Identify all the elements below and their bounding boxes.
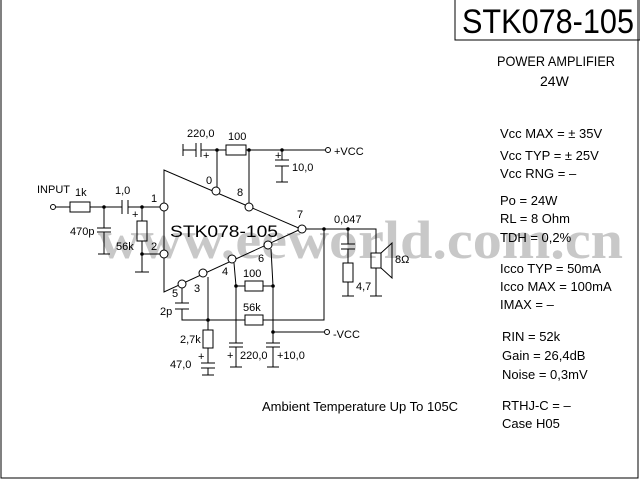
- subtitle: POWER AMPLIFIER: [497, 53, 615, 69]
- svg-text:1,0: 1,0: [115, 185, 130, 197]
- capacitor-2p: [175, 302, 189, 310]
- svg-text:8: 8: [237, 187, 243, 199]
- svg-text:56k: 56k: [116, 241, 134, 253]
- spec-vcc-max: Vcc MAX = ± 35V: [500, 126, 602, 141]
- svg-text:+: +: [198, 351, 204, 363]
- ambient-note: Ambient Temperature Up To 105C: [262, 399, 458, 414]
- capacitor-0-047: [341, 243, 355, 250]
- spec-case: Case H05: [502, 416, 560, 431]
- title: STK078-105: [462, 3, 634, 41]
- spec-po: Po = 24W: [500, 193, 558, 208]
- resistor-100-top: [225, 144, 247, 156]
- specifications: Vcc MAX = ± 35V Vcc TYP = ± 25V Vcc RNG …: [500, 126, 612, 431]
- junctions: [102, 148, 350, 334]
- capacitor-470p: [97, 227, 111, 233]
- svg-text:+: +: [275, 150, 281, 162]
- spec-icco-typ: Icco TYP = 50mA: [500, 261, 601, 276]
- spec-gain: Gain = 26,4dB: [502, 348, 585, 363]
- svg-text:470p: 470p: [70, 226, 94, 238]
- svg-text:100: 100: [243, 268, 261, 280]
- capacitor-1-0: [121, 200, 129, 214]
- spec-rthj: RTHJ-C = –: [502, 398, 572, 413]
- svg-text:6: 6: [258, 253, 264, 265]
- title-box: [454, 0, 640, 41]
- svg-text:2p: 2p: [160, 306, 172, 318]
- svg-text:+: +: [227, 350, 233, 362]
- spec-vcc-rng: Vcc RNG = –: [500, 166, 577, 181]
- resistor-4-7: [342, 262, 354, 283]
- svg-text:4,7: 4,7: [356, 281, 371, 293]
- svg-text:3: 3: [194, 283, 200, 295]
- capacitor-47: [201, 362, 215, 369]
- svg-text:+VCC: +VCC: [334, 146, 364, 158]
- chip-label: STK078-105: [170, 222, 278, 241]
- watermark: www.eeworld.com.cn: [98, 210, 623, 270]
- svg-text:47,0: 47,0: [170, 359, 191, 371]
- svg-text:+: +: [132, 209, 138, 221]
- svg-text:0: 0: [206, 175, 212, 187]
- svg-text:56k: 56k: [243, 302, 261, 314]
- component-labels: INPUT 1k 1,0 + 470p 56k 220,0 + 100 + 10…: [37, 128, 409, 371]
- svg-text:220,0: 220,0: [240, 350, 268, 362]
- svg-text:0,047: 0,047: [334, 214, 362, 226]
- resistor-56k-input: [136, 220, 148, 242]
- svg-text:2: 2: [151, 241, 157, 253]
- capacitor-220-bottom: [229, 342, 243, 348]
- speaker-cone-icon: [380, 241, 393, 280]
- svg-text:INPUT: INPUT: [37, 184, 70, 196]
- svg-text:7: 7: [297, 209, 303, 221]
- capacitor-10-bottom: [266, 342, 280, 348]
- resistor-56k-feedback: [244, 314, 264, 326]
- vcc-pos-terminal: [325, 147, 331, 153]
- svg-text:+10,0: +10,0: [277, 350, 305, 362]
- svg-text:+: +: [203, 150, 209, 162]
- spec-imax: IMAX = –: [500, 297, 555, 312]
- spec-icco-max: Icco MAX = 100mA: [500, 279, 612, 294]
- svg-text:4: 4: [222, 266, 228, 278]
- svg-text:-VCC: -VCC: [333, 329, 360, 341]
- svg-text:10,0: 10,0: [292, 162, 313, 174]
- pin-labels: 1 2 0 8 7 5 3 4 6: [151, 175, 303, 300]
- power-rating: 24W: [540, 73, 570, 89]
- vcc-neg-terminal: [324, 329, 330, 335]
- spec-vcc-typ: Vcc TYP = ± 25V: [500, 148, 599, 163]
- spec-noise: Noise = 0,3mV: [502, 367, 588, 382]
- svg-text:220,0: 220,0: [187, 128, 215, 140]
- spec-rin: RIN = 52k: [502, 329, 561, 344]
- svg-text:1k: 1k: [75, 187, 87, 199]
- svg-text:2,7k: 2,7k: [180, 334, 201, 346]
- capacitor-220-top: [195, 143, 202, 157]
- capacitor-10-top: [275, 159, 289, 167]
- svg-text:1: 1: [151, 193, 157, 205]
- resistor-1k: [69, 201, 91, 213]
- components: [69, 143, 393, 369]
- resistor-100-feedback: [244, 280, 264, 292]
- svg-text:8Ω: 8Ω: [395, 254, 409, 266]
- input-terminal: [50, 204, 56, 210]
- svg-text:100: 100: [228, 131, 246, 143]
- resistor-2-7k: [202, 329, 214, 349]
- svg-text:5: 5: [172, 288, 178, 300]
- spec-rl: RL = 8 Ohm: [500, 211, 570, 226]
- pins: [159, 186, 307, 289]
- spec-tdh: TDH = 0,2%: [500, 230, 572, 245]
